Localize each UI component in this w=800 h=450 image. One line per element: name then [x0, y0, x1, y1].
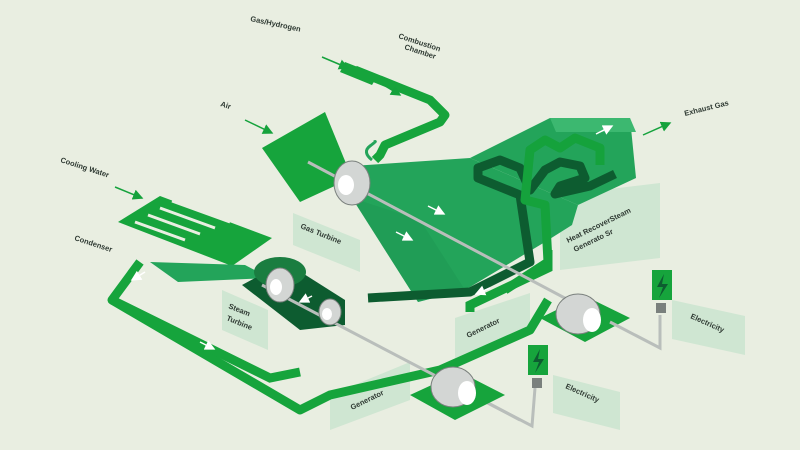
heat-recovery-label-panel [560, 183, 660, 270]
label-condenser: Condenser [73, 233, 113, 254]
arrow-icon [321, 56, 350, 70]
gas-turbine-wheel [333, 160, 371, 206]
arrow-icon [114, 186, 144, 200]
generator-lower [410, 366, 505, 420]
condenser-base [150, 262, 270, 282]
hrsg-coil-bright [502, 133, 605, 294]
arrow-icon [244, 119, 274, 134]
label-gas-hydrogen: Gas/Hydrogen [250, 14, 302, 34]
combustion-chamber-inlet [340, 62, 378, 85]
gas-turbine-shadow [352, 198, 465, 302]
arrow-icon [381, 83, 402, 96]
feed-pipe [110, 295, 301, 383]
label-air: Air [219, 99, 232, 111]
lightning-icon [528, 345, 548, 388]
steam-loop-pipe [465, 250, 553, 312]
electricity-lower-label-panel [553, 375, 620, 430]
condenser-coil [118, 194, 272, 266]
compressor-air-intake [262, 112, 352, 202]
generator-upper-label-panel [455, 293, 530, 358]
generator-upper [540, 293, 630, 342]
steam-turbine-label-panel [222, 290, 268, 350]
label-cooling-water: Cooling Water [59, 155, 110, 179]
arrow-icon [427, 205, 446, 215]
label-exhaust-gas: Exhaust Gas [683, 98, 729, 118]
arrow-icon [642, 121, 672, 136]
arrow-icon [298, 293, 313, 303]
arrow-icon [130, 270, 146, 281]
fuel-pipe [353, 65, 450, 164]
arrow-icon [395, 231, 414, 241]
power-line-upper [609, 315, 662, 351]
exhaust-duct-top [550, 118, 636, 132]
combustion-swirl [365, 140, 377, 162]
steam-turbine-wheel-small [318, 298, 342, 326]
arrow-icon [474, 285, 491, 296]
lightning-icon [652, 270, 672, 313]
gas-turbine-label-panel [293, 213, 360, 272]
electricity-upper-label-panel [672, 300, 745, 355]
arrow-icon [199, 340, 216, 350]
power-line-lower [489, 387, 537, 429]
arrow-icon [595, 125, 614, 135]
steam-turbine-wheel-large [265, 267, 295, 303]
